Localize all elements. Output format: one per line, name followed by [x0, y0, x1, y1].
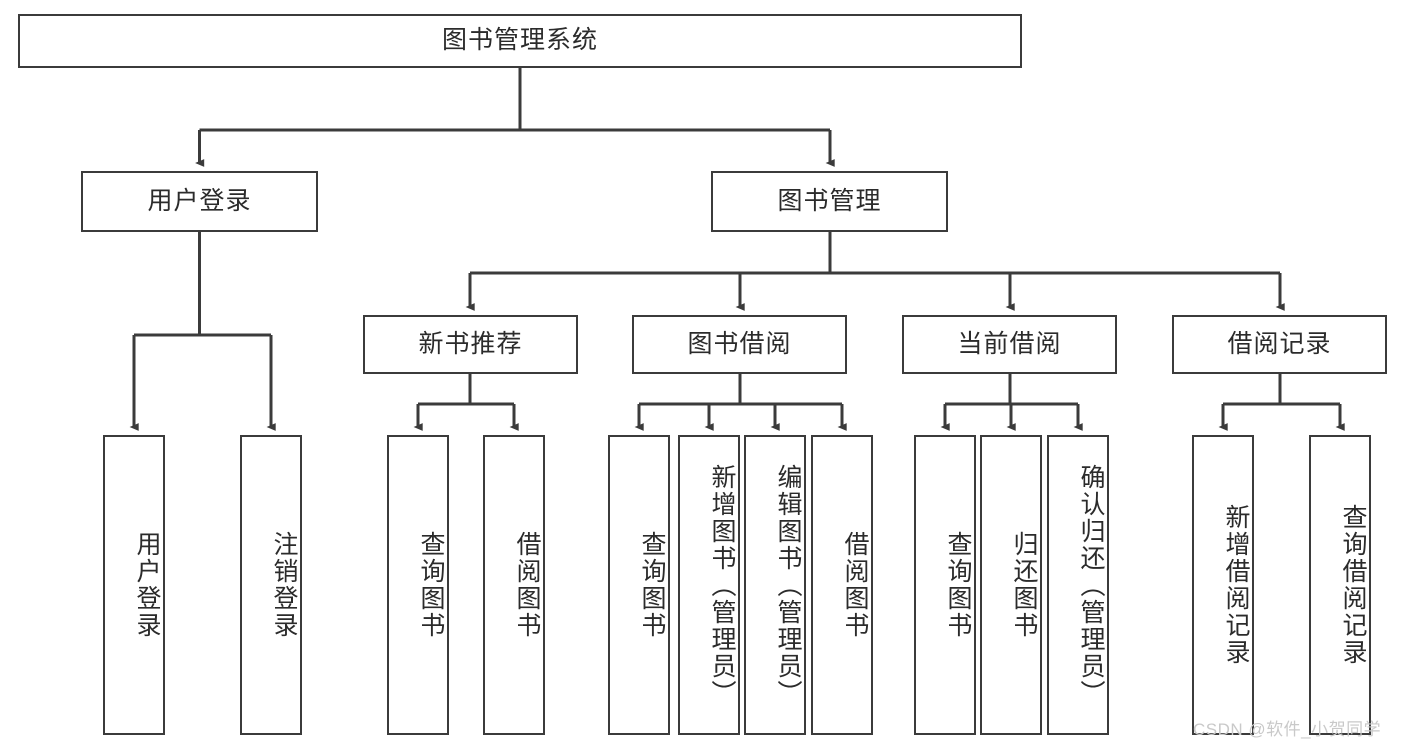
node-label: 查询图书 — [417, 531, 445, 639]
node-label: 确认归还（管理员） — [1077, 463, 1105, 707]
node-label: 用户登录 — [147, 186, 252, 215]
node-leaf-query-borrow-record[interactable]: 查询借阅记录 — [1309, 435, 1371, 735]
node-leaf-query-book-2[interactable]: 查询图书 — [608, 435, 670, 735]
node-book-management[interactable]: 图书管理 — [711, 171, 948, 232]
node-label: 注销登录 — [270, 531, 298, 639]
node-new-book-recommend[interactable]: 新书推荐 — [363, 315, 578, 374]
csdn-watermark: CSDN @软件_小贺同学 — [1193, 720, 1382, 739]
node-current-borrow[interactable]: 当前借阅 — [902, 315, 1117, 374]
node-leaf-query-book-3[interactable]: 查询图书 — [914, 435, 976, 735]
node-label: 编辑图书（管理员） — [774, 463, 802, 707]
node-leaf-return-book[interactable]: 归还图书 — [980, 435, 1042, 735]
node-leaf-borrow-book-2[interactable]: 借阅图书 — [811, 435, 873, 735]
node-label: 新增借阅记录 — [1222, 504, 1250, 666]
node-leaf-logout-login[interactable]: 注销登录 — [240, 435, 302, 735]
node-leaf-confirm-return-admin[interactable]: 确认归还（管理员） — [1047, 435, 1109, 735]
node-leaf-edit-book-admin[interactable]: 编辑图书（管理员） — [744, 435, 806, 735]
node-label: 借阅图书 — [841, 531, 869, 639]
node-label: 当前借阅 — [957, 329, 1062, 358]
node-label: 查询图书 — [944, 531, 972, 639]
node-label: 借阅图书 — [513, 531, 541, 639]
node-label: 用户登录 — [133, 531, 161, 639]
node-label: 图书管理 — [777, 186, 882, 215]
node-label: 归还图书 — [1010, 531, 1038, 639]
node-leaf-add-borrow-record[interactable]: 新增借阅记录 — [1192, 435, 1254, 735]
node-leaf-add-book-admin[interactable]: 新增图书（管理员） — [678, 435, 740, 735]
node-leaf-query-book-1[interactable]: 查询图书 — [387, 435, 449, 735]
node-system-title[interactable]: 图书管理系统 — [18, 14, 1022, 68]
node-label: 查询图书 — [638, 531, 666, 639]
node-user-login[interactable]: 用户登录 — [81, 171, 318, 232]
node-label: 新增图书（管理员） — [708, 463, 736, 707]
node-label: 借阅记录 — [1227, 329, 1332, 358]
node-leaf-user-login[interactable]: 用户登录 — [103, 435, 165, 735]
node-label: 图书管理系统 — [441, 26, 598, 55]
node-leaf-borrow-book-1[interactable]: 借阅图书 — [483, 435, 545, 735]
node-label: 图书借阅 — [687, 329, 792, 358]
node-book-borrow[interactable]: 图书借阅 — [632, 315, 847, 374]
node-borrow-record[interactable]: 借阅记录 — [1172, 315, 1387, 374]
node-label: 新书推荐 — [418, 329, 523, 358]
node-label: 查询借阅记录 — [1339, 504, 1367, 666]
